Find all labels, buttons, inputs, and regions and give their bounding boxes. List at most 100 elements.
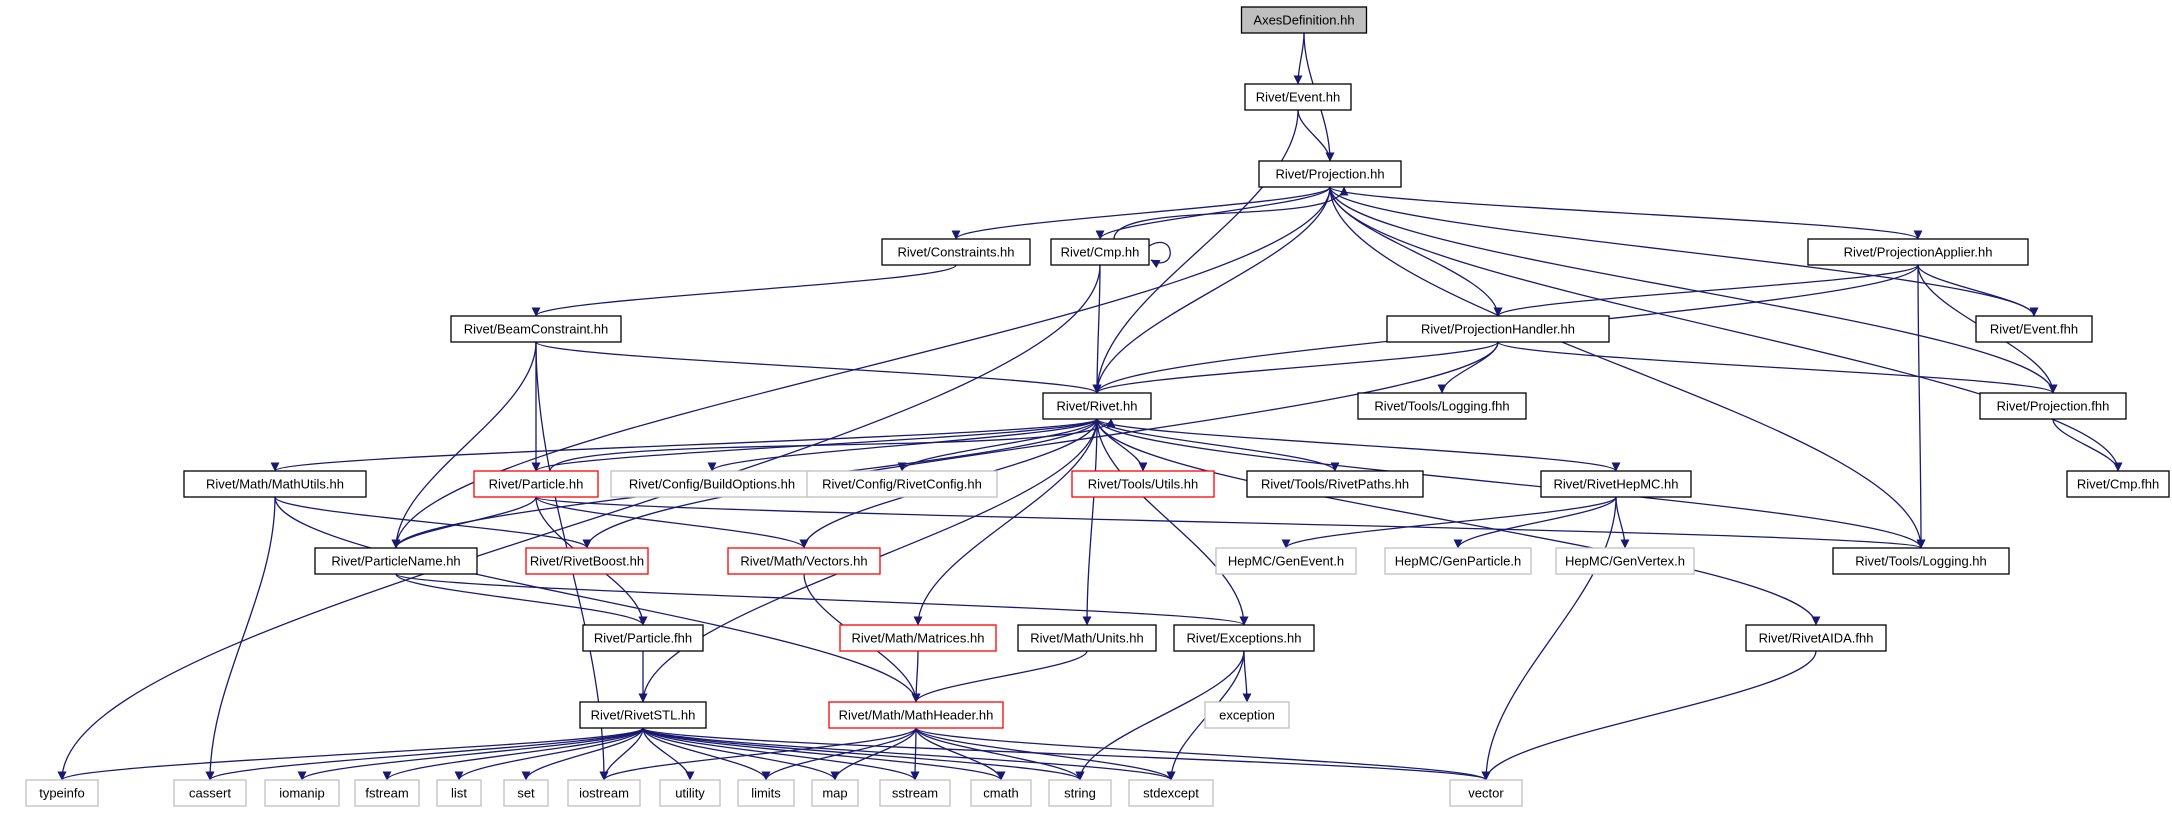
node-rivetaida[interactable]: Rivet/RivetAIDA.fhh bbox=[1745, 624, 1887, 652]
edge-projection-to-projhandler bbox=[1329, 186, 1503, 317]
node-units[interactable]: Rivet/Math/Units.hh bbox=[1017, 624, 1157, 652]
node-box bbox=[1173, 624, 1315, 652]
node-genevent: HepMC/GenEvent.h bbox=[1215, 547, 1357, 575]
edge-rivethepmc-to-genvertex bbox=[1615, 496, 1630, 549]
node-rivetboost[interactable]: Rivet/RivetBoost.hh bbox=[525, 547, 649, 575]
node-projhandler[interactable]: Rivet/ProjectionHandler.hh bbox=[1386, 315, 1610, 343]
edge-mathheader-to-iostream bbox=[599, 727, 917, 781]
edge-projapplier-to-eventfhh bbox=[1917, 264, 2039, 317]
node-box bbox=[354, 779, 420, 807]
node-box bbox=[1979, 392, 2127, 420]
node-eventfhh[interactable]: Rivet/Event.fhh bbox=[1975, 315, 2093, 343]
node-fstream: fstream bbox=[354, 779, 420, 807]
edge-particle-to-particlename bbox=[391, 496, 537, 549]
node-matrices[interactable]: Rivet/Math/Matrices.hh bbox=[839, 624, 997, 652]
node-label: Rivet/Particle.hh bbox=[489, 477, 584, 492]
edge-cmp-to-cmp bbox=[1148, 241, 1171, 269]
node-box bbox=[1244, 83, 1352, 111]
node-label: list bbox=[451, 786, 467, 801]
node-label: Rivet/Constraints.hh bbox=[897, 245, 1014, 260]
node-mathutils[interactable]: Rivet/Math/MathUtils.hh bbox=[183, 470, 367, 498]
node-box bbox=[1449, 779, 1523, 807]
node-particle[interactable]: Rivet/Particle.hh bbox=[473, 470, 599, 498]
edge-rivetstl-to-list bbox=[454, 727, 644, 781]
node-box bbox=[1240, 6, 1368, 34]
node-label: stdexcept bbox=[1143, 786, 1199, 801]
node-label: exception bbox=[1219, 708, 1275, 723]
node-rivet[interactable]: Rivet/Rivet.hh bbox=[1042, 392, 1152, 420]
node-genvertex: HepMC/GenVertex.h bbox=[1555, 547, 1695, 575]
node-constraints[interactable]: Rivet/Constraints.hh bbox=[881, 238, 1031, 266]
node-rivetstl[interactable]: Rivet/RivetSTL.hh bbox=[579, 701, 707, 729]
node-box bbox=[1807, 238, 2029, 266]
node-label: iomanip bbox=[279, 786, 325, 801]
edge-rivetaida-to-vector bbox=[1481, 650, 1817, 781]
node-rivetconfig: Rivet/Config/RivetConfig.hh bbox=[806, 470, 998, 498]
edge-rivet-to-exceptions bbox=[1096, 418, 1249, 626]
node-box bbox=[525, 547, 649, 575]
node-vectors[interactable]: Rivet/Math/Vectors.hh bbox=[727, 547, 881, 575]
edge-rivet-to-rivethepmc bbox=[1096, 418, 1621, 472]
edge-rivet-to-rivetpaths bbox=[1096, 418, 1340, 472]
node-label: Rivet/BeamConstraint.hh bbox=[464, 322, 609, 337]
node-projapplier[interactable]: Rivet/ProjectionApplier.hh bbox=[1807, 238, 2029, 266]
node-projfhh[interactable]: Rivet/Projection.fhh bbox=[1979, 392, 2127, 420]
edge-particle-to-rivet bbox=[549, 418, 1116, 472]
edge-rivetstl-to-cmath bbox=[642, 727, 1006, 781]
edge-mathheader-to-limits bbox=[761, 727, 917, 781]
edge-cmp-to-projection bbox=[1113, 186, 1349, 240]
node-sstream: sstream bbox=[879, 779, 951, 807]
node-logging[interactable]: Rivet/Tools/Logging.hh bbox=[1832, 547, 2010, 575]
edge-rivet-to-logging bbox=[1096, 418, 1926, 549]
node-label: Rivet/Projection.fhh bbox=[1997, 399, 2110, 414]
node-label: Rivet/Math/MathUtils.hh bbox=[206, 477, 344, 492]
node-label: Rivet/Math/Matrices.hh bbox=[852, 631, 985, 646]
node-label: HepMC/GenEvent.h bbox=[1228, 554, 1344, 569]
node-axes[interactable]: AxesDefinition.hh bbox=[1240, 6, 1368, 34]
node-cmpfhh[interactable]: Rivet/Cmp.fhh bbox=[2066, 470, 2170, 498]
node-box bbox=[473, 470, 599, 498]
node-box bbox=[1357, 392, 1527, 420]
node-cmp[interactable]: Rivet/Cmp.hh bbox=[1050, 238, 1150, 266]
node-box bbox=[1048, 779, 1112, 807]
edge-mathheader-to-cmath bbox=[915, 727, 1006, 781]
node-event[interactable]: Rivet/Event.hh bbox=[1244, 83, 1352, 111]
node-stdexcept: stdexcept bbox=[1128, 779, 1214, 807]
node-label: Rivet/Math/MathHeader.hh bbox=[839, 708, 994, 723]
edge-projection-to-constraints bbox=[951, 186, 1331, 240]
edge-beamconstraint-to-rivet bbox=[535, 341, 1102, 394]
edge-constraints-to-beamconstraint bbox=[531, 264, 957, 317]
node-exception: exception bbox=[1204, 701, 1290, 729]
edge-rivetstl-to-vector bbox=[642, 727, 1491, 781]
node-rivethepmc[interactable]: Rivet/RivetHepMC.hh bbox=[1540, 470, 1692, 498]
edge-particle-to-vectors bbox=[535, 496, 809, 549]
node-loggingfhh[interactable]: Rivet/Tools/Logging.fhh bbox=[1357, 392, 1527, 420]
node-box bbox=[737, 779, 795, 807]
node-label: Rivet/RivetSTL.hh bbox=[591, 708, 696, 723]
edge-rivetstl-to-fstream bbox=[382, 727, 644, 781]
node-label: sstream bbox=[892, 786, 938, 801]
node-box bbox=[264, 779, 340, 807]
edge-rivet-to-utils bbox=[1096, 418, 1148, 472]
edge-rivet-to-units bbox=[1082, 418, 1098, 626]
node-particlename[interactable]: Rivet/ParticleName.hh bbox=[314, 547, 478, 575]
node-box bbox=[1555, 547, 1695, 575]
node-label: set bbox=[517, 786, 535, 801]
node-box bbox=[879, 779, 951, 807]
node-mathheader[interactable]: Rivet/Math/MathHeader.hh bbox=[828, 701, 1004, 729]
node-utils[interactable]: Rivet/Tools/Utils.hh bbox=[1071, 470, 1215, 498]
edge-mathutils-to-cassert bbox=[205, 496, 276, 781]
node-box bbox=[173, 779, 247, 807]
edge-projhandler-to-rivet bbox=[1092, 341, 1499, 394]
node-label: iostream bbox=[579, 786, 629, 801]
node-exceptions[interactable]: Rivet/Exceptions.hh bbox=[1173, 624, 1315, 652]
edge-projection-to-eventfhh bbox=[1329, 186, 2039, 317]
node-beamconstraint[interactable]: Rivet/BeamConstraint.hh bbox=[450, 315, 622, 343]
node-projection[interactable]: Rivet/Projection.hh bbox=[1258, 160, 1402, 188]
node-label: vector bbox=[1468, 786, 1504, 801]
node-label: Rivet/Tools/Utils.hh bbox=[1088, 477, 1199, 492]
node-box bbox=[1204, 701, 1290, 729]
node-particlefhh[interactable]: Rivet/Particle.fhh bbox=[582, 624, 704, 652]
node-label: Rivet/Tools/RivetPaths.hh bbox=[1261, 477, 1409, 492]
node-rivetpaths[interactable]: Rivet/Tools/RivetPaths.hh bbox=[1246, 470, 1424, 498]
